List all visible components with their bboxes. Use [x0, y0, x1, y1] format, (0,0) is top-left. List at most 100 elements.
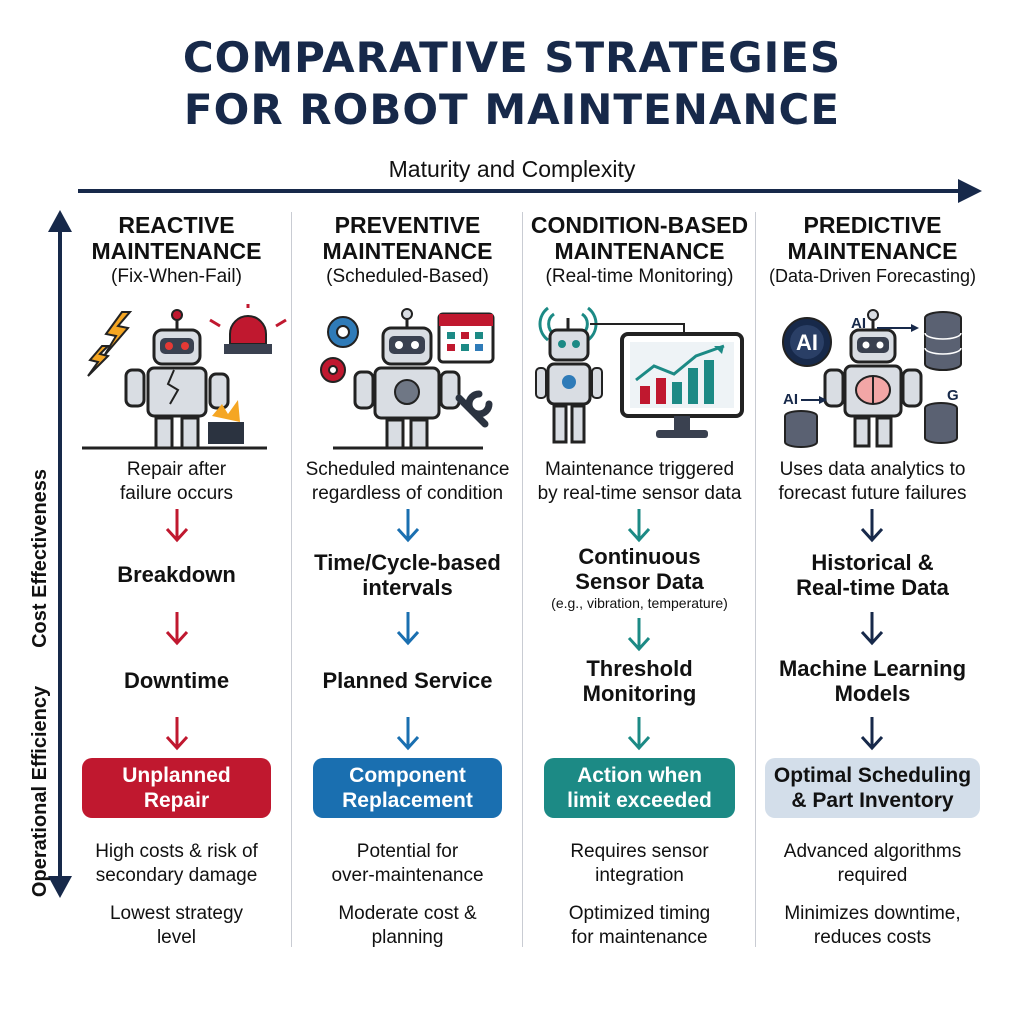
step-note: (e.g., vibration, temperature) [551, 595, 728, 611]
horizontal-arrowhead [958, 179, 982, 203]
vertical-arrowhead-down [48, 876, 72, 898]
result-line: & Part Inventory [791, 789, 954, 812]
flow-step: Continuous Sensor Data (e.g., vibration,… [524, 544, 755, 612]
page-title: COMPARATIVE STRATEGIES FOR ROBOT MAINTEN… [0, 32, 1024, 136]
note-line: planning [371, 927, 444, 948]
down-arrow-icon [396, 612, 420, 646]
note-line: Optimized timing [568, 903, 711, 924]
cost-effectiveness-label: Cost Effectiveness [29, 468, 51, 648]
desc-line: by real-time sensor data [537, 483, 742, 504]
level-note: Minimizes downtime, reduces costs [757, 902, 988, 950]
note-line: reduces costs [813, 927, 932, 948]
ai-small-label: AI [851, 315, 866, 332]
down-arrow-icon [396, 717, 420, 751]
step-line: Threshold [586, 656, 693, 681]
column-preventive: PREVENTIVE MAINTENANCE (Scheduled-Based) [293, 212, 522, 952]
note-line: Lowest strategy [109, 903, 244, 924]
step-line: intervals [362, 575, 453, 600]
flow-step: Breakdown [117, 562, 236, 587]
column-divider [291, 212, 292, 947]
note-line: Moderate cost & [338, 903, 477, 924]
note-line: Requires sensor [570, 841, 709, 862]
down-arrow-icon [627, 509, 651, 543]
column-description: Scheduled maintenance regardless of cond… [293, 458, 522, 506]
title-line: PREVENTIVE [334, 212, 481, 238]
column-description: Uses data analytics to forecast future f… [757, 458, 988, 506]
drawback-note: Advanced algorithms required [757, 840, 988, 888]
title-line: MAINTENANCE [787, 238, 958, 264]
step-line: Models [834, 681, 911, 706]
result-line: Component [349, 764, 466, 787]
note-line: Advanced algorithms [783, 841, 962, 862]
title-line: MAINTENANCE [91, 238, 262, 264]
result-line: limit exceeded [567, 789, 712, 812]
column-divider [522, 212, 523, 947]
note-line: secondary damage [95, 865, 258, 886]
step-line: Continuous [578, 544, 701, 569]
vertical-axis-label: Operational Efficiency Cost Effectiveness [28, 463, 52, 903]
robot-gears-calendar-icon [293, 304, 522, 454]
ai-gear-label: AI [796, 330, 818, 355]
desc-line: Uses data analytics to [779, 459, 966, 480]
flow-step: Time/Cycle-based intervals [293, 550, 522, 600]
title-line: PREDICTIVE [803, 212, 942, 238]
column-subtitle: (Data-Driven Forecasting) [768, 266, 977, 286]
step-line: Machine Learning [778, 656, 967, 681]
note-line: Potential for [356, 841, 459, 862]
column-subtitle: (Real-time Monitoring) [545, 266, 734, 287]
column-title: REACTIVE MAINTENANCE [62, 212, 291, 264]
down-arrow-icon [396, 509, 420, 543]
step-line: Sensor Data [575, 569, 704, 594]
note-line: over-maintenance [331, 865, 484, 886]
level-note: Lowest strategy level [62, 902, 291, 950]
title-line: REACTIVE [118, 212, 235, 238]
robot-ai-database-icon: AI AI AI G [757, 304, 988, 454]
maturity-axis-label: Maturity and Complexity [388, 156, 636, 182]
desc-line: failure occurs [120, 483, 233, 504]
desc-line: Maintenance triggered [544, 459, 735, 480]
column-title: CONDITION-BASED MAINTENANCE [524, 212, 755, 264]
title-line-1: COMPARATIVE STRATEGIES [182, 33, 842, 82]
column-title: PREDICTIVE MAINTENANCE [757, 212, 988, 264]
flow-step: Machine Learning Models [757, 656, 988, 706]
g-label: G [947, 387, 959, 404]
down-arrow-icon [860, 509, 884, 543]
robot-sensor-monitor-icon [524, 304, 755, 454]
drawback-note: High costs & risk of secondary damage [62, 840, 291, 888]
down-arrow-icon [165, 717, 189, 751]
title-line: MAINTENANCE [322, 238, 493, 264]
step-line: Real-time Data [796, 575, 949, 600]
note-line: level [156, 927, 197, 948]
result-line: Action when [577, 764, 702, 787]
column-description: Repair after failure occurs [62, 458, 291, 506]
drawback-note: Potential for over-maintenance [293, 840, 522, 888]
operational-efficiency-label: Operational Efficiency [29, 685, 51, 898]
column-title: PREVENTIVE MAINTENANCE [293, 212, 522, 264]
note-line: Minimizes downtime, [784, 903, 961, 924]
result-line: Optimal Scheduling [773, 764, 972, 787]
column-subtitle: (Fix-When-Fail) [111, 266, 242, 287]
drawback-note: Requires sensor integration [524, 840, 755, 888]
down-arrow-icon [860, 717, 884, 751]
down-arrow-icon [627, 618, 651, 652]
step-line: Historical & [811, 550, 934, 575]
flow-step: Downtime [123, 668, 230, 693]
desc-line: Scheduled maintenance [305, 459, 510, 480]
title-line: CONDITION-BASED [530, 212, 749, 238]
step-line: Time/Cycle-based [314, 550, 501, 575]
flow-step: Historical & Real-time Data [757, 550, 988, 600]
down-arrow-icon [627, 717, 651, 751]
broken-robot-alarm-icon [62, 300, 291, 454]
title-line: MAINTENANCE [554, 238, 725, 264]
desc-line: forecast future failures [778, 483, 967, 504]
level-note: Moderate cost & planning [293, 902, 522, 950]
ai-small-label: AI [783, 391, 798, 408]
column-subtitle: (Scheduled-Based) [326, 266, 489, 287]
flow-step: Planned Service [322, 668, 493, 693]
down-arrow-icon [860, 612, 884, 646]
note-line: required [837, 865, 908, 886]
